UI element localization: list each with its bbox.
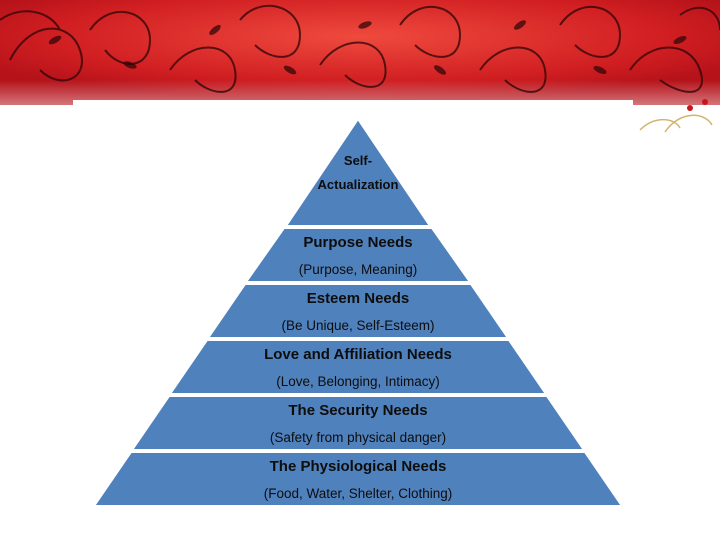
tier-title: Purpose Needs: [303, 234, 412, 251]
tier-subtitle: (Be Unique, Self-Esteem): [281, 318, 434, 333]
tier-title: Esteem Needs: [307, 290, 410, 307]
pyramid-tier-love: [168, 339, 548, 395]
tier-subtitle: (Safety from physical danger): [270, 430, 446, 445]
tier-title: The Physiological Needs: [270, 458, 447, 475]
tier-subtitle: (Love, Belonging, Intimacy): [276, 374, 440, 389]
tier-title: The Security Needs: [288, 402, 427, 419]
pyramid-tier-esteem: [206, 283, 510, 339]
pyramid-tier-apex: [284, 117, 432, 227]
tier-subtitle: (Purpose, Meaning): [299, 262, 418, 277]
pyramid-tier-security: [130, 395, 586, 451]
pyramid-tier-purpose: [244, 227, 472, 283]
swirl-ornament: [0, 4, 720, 93]
pyramid-tier-physiological: [92, 451, 624, 507]
tier-subtitle: (Food, Water, Shelter, Clothing): [264, 486, 453, 501]
apex-label-line1: Self-: [344, 153, 372, 168]
corner-ornament: [639, 114, 713, 133]
tier-title: Love and Affiliation Needs: [264, 346, 452, 363]
apex-label-line2: Actualization: [318, 177, 399, 192]
